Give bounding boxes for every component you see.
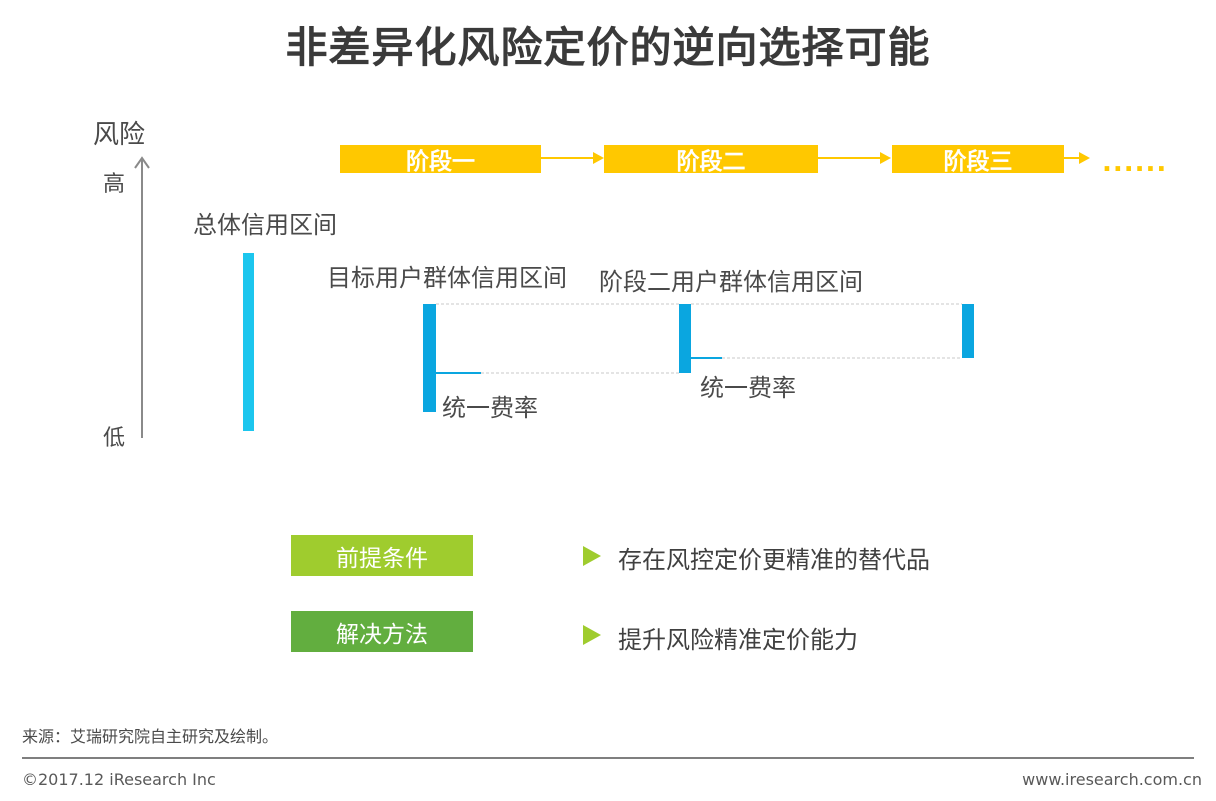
tag-precondition: 前提条件	[291, 535, 473, 576]
stage-connector-1-arrowhead	[593, 152, 604, 164]
axis-title-risk: 风险	[93, 120, 146, 150]
tag-solution: 解决方法	[291, 611, 473, 652]
solution-text: 提升风险精准定价能力	[618, 626, 858, 654]
stage-connector-3-arrowhead	[1079, 152, 1090, 164]
stage1-credit-bar	[423, 304, 436, 412]
source-note: 来源：艾瑞研究院自主研究及绘制。	[22, 727, 279, 746]
page-title: 非差异化风险定价的逆向选择可能	[285, 23, 931, 72]
axis-label-high: 高	[103, 172, 126, 197]
footer-divider	[22, 757, 1194, 759]
copyright: ©2017.12 iResearch Inc	[22, 770, 216, 789]
overall-credit-bar	[243, 253, 254, 431]
axis-label-low: 低	[103, 426, 126, 451]
stage-box-1: 阶段一	[340, 145, 541, 175]
stage-continuation-dots: ......	[1102, 148, 1168, 178]
label-uniform-rate-1: 统一费率	[442, 394, 538, 422]
label-uniform-rate-2: 统一费率	[700, 374, 796, 402]
stage-box-2: 阶段二	[604, 145, 818, 175]
stage-box-3: 阶段三	[892, 145, 1064, 175]
stage-connector-2-arrowhead	[880, 152, 891, 164]
risk-axis-arrowhead	[134, 156, 150, 169]
precondition-text: 存在风控定价更精准的替代品	[618, 546, 930, 574]
website-link[interactable]: www.iresearch.com.cn	[1022, 770, 1202, 789]
label-target-credit-interval: 目标用户群体信用区间	[327, 264, 567, 292]
stage3-credit-bar	[962, 304, 974, 358]
bullet-triangle-icon	[583, 546, 601, 566]
bullet-triangle-icon	[583, 625, 601, 645]
stage2-credit-bar	[679, 304, 691, 373]
label-overall-credit-interval: 总体信用区间	[193, 211, 337, 239]
label-stage2-credit-interval: 阶段二用户群体信用区间	[599, 268, 863, 296]
